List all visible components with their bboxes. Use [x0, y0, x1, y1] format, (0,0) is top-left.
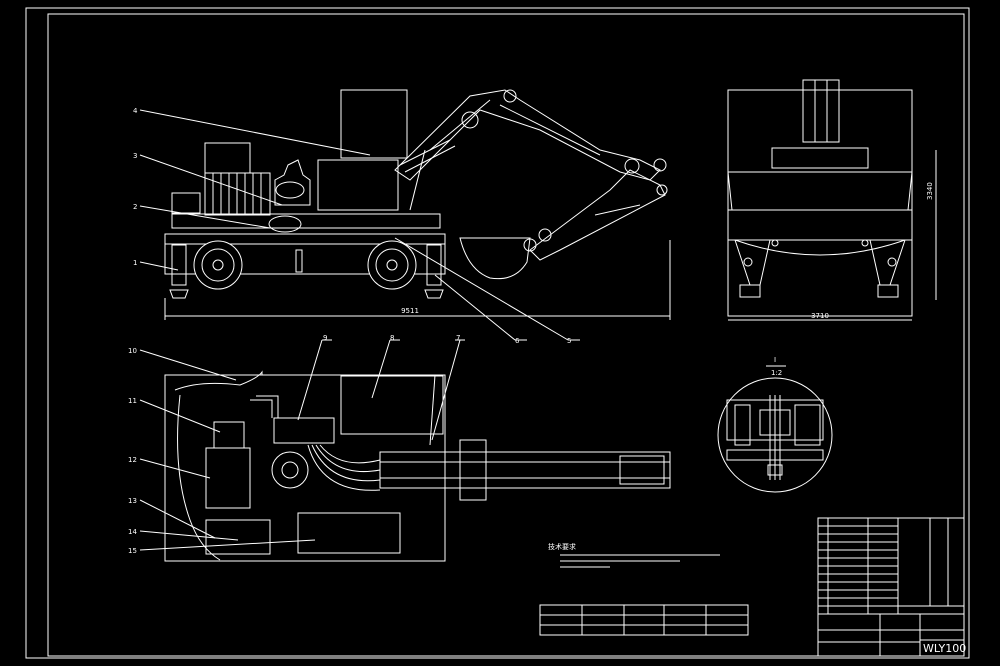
slewing-motor — [274, 159, 311, 206]
callout-15: 15 — [128, 547, 137, 555]
callout-5: 5 — [567, 337, 571, 345]
detail-label: I — [774, 356, 776, 364]
wheel-rear — [367, 240, 417, 290]
plan-battery — [297, 512, 401, 554]
plan-view — [164, 370, 671, 562]
callout-10: 10 — [128, 347, 137, 355]
cab-outline — [340, 89, 408, 159]
detail-view: I 1:2 — [717, 356, 833, 493]
plan-box-14 — [205, 519, 271, 555]
sheet-border-inner — [47, 13, 965, 657]
bucket — [459, 237, 531, 280]
callout-1: 1 — [133, 259, 137, 267]
plan-slew-ring — [271, 451, 309, 489]
callout-7: 7 — [456, 334, 460, 342]
detail-circle — [717, 377, 833, 493]
dim-length-label: 9511 — [401, 307, 419, 315]
outrigger-right — [426, 244, 442, 286]
boom — [394, 89, 661, 181]
tech-notes: 技术要求 — [548, 542, 720, 568]
callout-2: 2 — [133, 203, 137, 211]
plan-outline — [164, 374, 446, 562]
plan-tank — [340, 375, 444, 435]
plan-box-12 — [205, 447, 251, 509]
callout-8: 8 — [390, 334, 394, 342]
callout-11: 11 — [128, 397, 137, 405]
plan-box-11 — [213, 421, 245, 449]
callout-12: 12 — [128, 456, 137, 464]
callout-4: 4 — [133, 107, 138, 115]
notes-heading: 技术要求 — [548, 542, 576, 551]
front-view-frame — [727, 89, 913, 317]
upper-deck — [171, 213, 441, 229]
sheet-border-outer — [25, 7, 970, 659]
arm — [529, 169, 666, 261]
dim-front-width-label: 3710 — [811, 312, 829, 320]
front-body — [727, 171, 913, 211]
front-view: 3710 3340 — [727, 79, 937, 321]
front-cylinder — [802, 79, 840, 143]
wheel-front — [193, 240, 243, 290]
side-view: 9511 — [164, 89, 671, 320]
callout-13: 13 — [128, 497, 137, 505]
callout-14: 14 — [128, 528, 137, 536]
drawing-code: WLY100 — [923, 642, 966, 655]
detail-scale: 1:2 — [771, 369, 782, 377]
parameter-table — [539, 604, 749, 636]
callout-6: 6 — [515, 337, 520, 345]
plan-arm — [379, 451, 671, 489]
outrigger-left — [171, 244, 187, 286]
leaders-side — [139, 109, 580, 341]
tank-block — [317, 159, 399, 211]
engine-cover — [204, 142, 251, 174]
leaders-plan — [139, 339, 465, 551]
dim-front-height-label: 3340 — [926, 182, 934, 200]
plan-valve-9 — [273, 417, 335, 444]
callout-3: 3 — [133, 152, 137, 160]
callout-9: 9 — [323, 334, 327, 342]
title-block: WLY100 — [817, 517, 966, 657]
chassis-frame — [164, 233, 446, 275]
